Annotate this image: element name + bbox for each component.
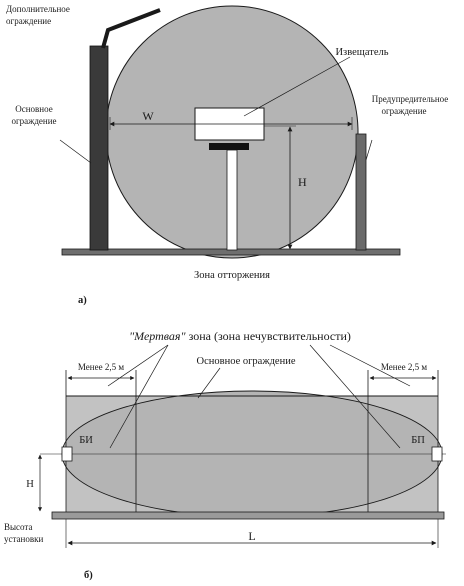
warning-fence-label-1: Предупредительное — [372, 94, 449, 104]
transmitter-block — [61, 446, 73, 462]
dead-zone-rest: зона (зона нечувствительности) — [186, 329, 351, 343]
height-label-b: H — [26, 479, 34, 490]
mount-height-label-2: установки — [4, 534, 43, 544]
detector-label: Извещатель — [335, 47, 388, 58]
mount-height-label-1: Высота — [4, 522, 32, 532]
warning-fence-label-2: ограждение — [381, 106, 426, 116]
dead-zone-heading: "Мертвая" зона (зона нечувствительности) — [129, 329, 351, 343]
figure-a: W H Извещатель Основное ограждение Допол… — [6, 4, 448, 306]
detector-pole — [226, 149, 238, 251]
alienation-zone-label: Зона отторжения — [194, 270, 270, 281]
caption-b: б) — [84, 570, 93, 581]
detector-leader — [243, 56, 351, 117]
main-fence-label-1: Основное — [15, 104, 52, 114]
warning-fence-leader — [365, 139, 373, 161]
main-fence-label-b: Основное ограждение — [197, 356, 296, 367]
dead-zone-prefix: "Мертвая" — [129, 329, 186, 343]
width-label: W — [142, 109, 154, 123]
additional-fence-label-2: ограждение — [6, 16, 51, 26]
receiver-block — [431, 446, 443, 462]
less-right-label: Менее 2,5 м — [381, 362, 427, 372]
less-left-label: Менее 2,5 м — [78, 362, 124, 372]
main-fence-leader — [59, 139, 92, 164]
length-label: L — [248, 529, 255, 543]
figure-b: БИ БП "Мертвая" зона (зона нечувствитель… — [4, 329, 446, 581]
main-fence-label-2: ограждение — [11, 116, 56, 126]
additional-fence-extension — [101, 8, 161, 49]
main-fence-post — [89, 45, 109, 251]
caption-a: а) — [78, 295, 87, 306]
receiver-label: БП — [411, 435, 425, 446]
additional-fence-label-1: Дополнительное — [6, 4, 70, 14]
warning-fence-post — [355, 133, 367, 251]
transmitter-label: БИ — [79, 435, 93, 446]
height-label: H — [298, 175, 307, 189]
detector-base — [209, 143, 249, 150]
ground-bar — [51, 511, 445, 520]
